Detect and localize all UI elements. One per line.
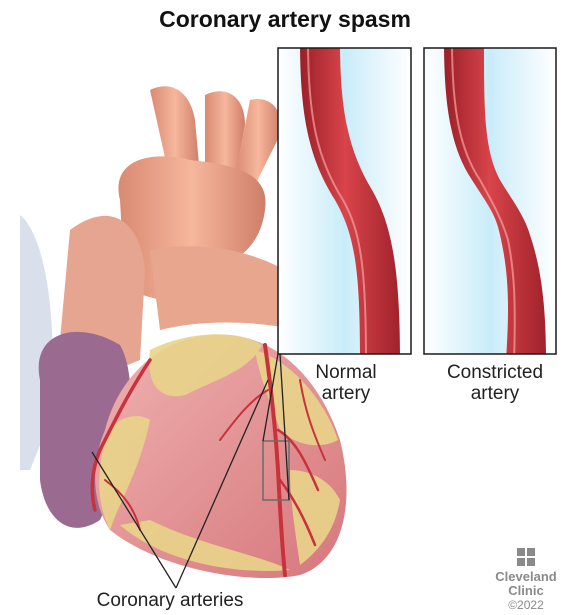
logo-line1: Cleveland (486, 570, 566, 584)
cleveland-clinic-mark-icon (517, 548, 535, 566)
logo-line2: Clinic (486, 584, 566, 598)
normal-artery-label: Normal artery (296, 362, 396, 404)
coronary-arteries-label: Coronary arteries (60, 590, 280, 611)
constricted-artery-label: Constricted artery (425, 362, 565, 404)
cleveland-clinic-logo: Cleveland Clinic ©2022 (486, 548, 566, 612)
logo-copyright: ©2022 (486, 598, 566, 612)
constricted-artery-label-line1: Constricted (425, 362, 565, 383)
normal-artery-label-line2: artery (296, 383, 396, 404)
constricted-artery-label-line2: artery (425, 383, 565, 404)
normal-artery-label-line1: Normal (296, 362, 396, 383)
normal-artery-panel (278, 40, 411, 360)
constricted-artery-panel (424, 40, 556, 360)
